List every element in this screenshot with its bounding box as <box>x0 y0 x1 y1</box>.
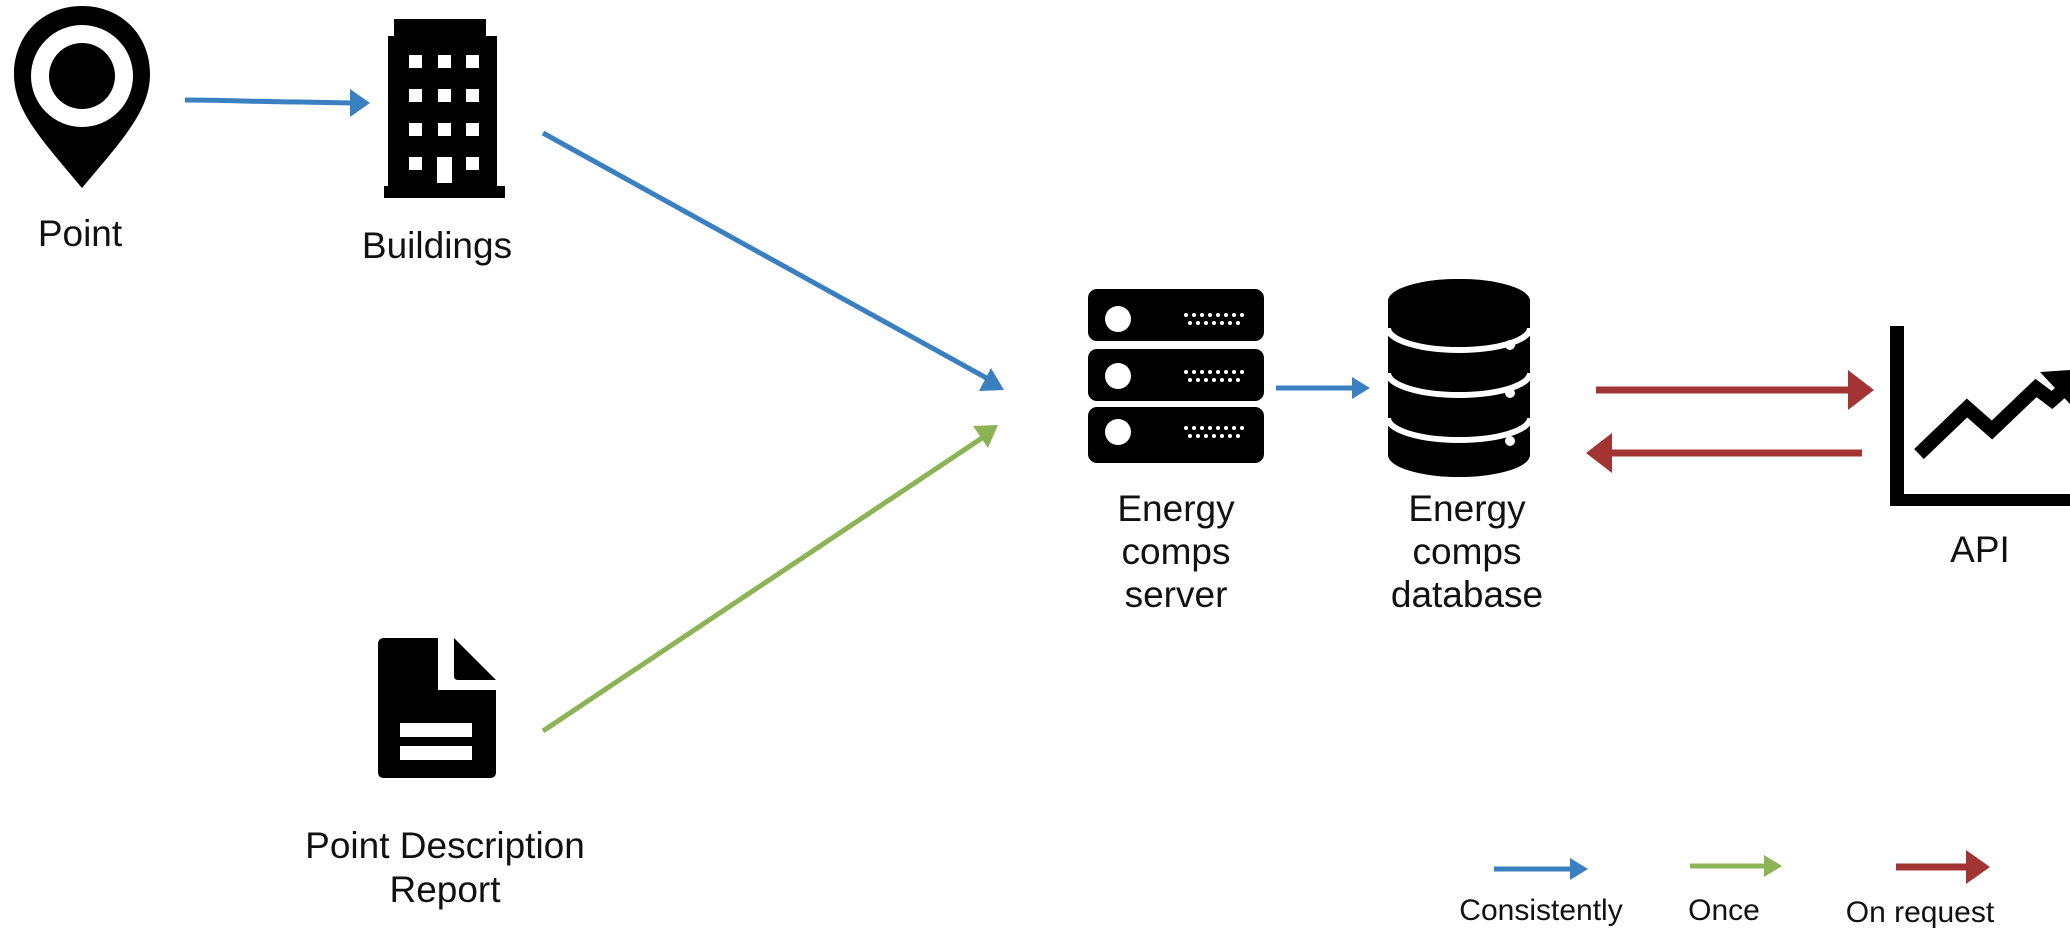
server-icon <box>1088 289 1264 463</box>
report-node: Point Description Report <box>305 638 585 910</box>
database-label-line1: Energy <box>1408 488 1526 529</box>
database-node: Energy comps database <box>1385 279 1543 615</box>
map-pin-icon <box>14 6 150 188</box>
server-label-line3: server <box>1125 574 1228 615</box>
report-label-line1: Point Description <box>305 825 585 866</box>
legend-label-on-request: On request <box>1846 896 1995 929</box>
report-label-line2: Report <box>389 869 501 910</box>
legend: Consistently Once On request <box>1459 850 1995 929</box>
point-label: Point <box>38 213 123 254</box>
api-node: API <box>1890 326 2070 570</box>
arrow-report-to-server <box>541 433 987 734</box>
legend-label-once: Once <box>1688 894 1760 927</box>
buildings-node: Buildings <box>362 19 512 266</box>
server-label-line2: comps <box>1122 531 1231 572</box>
building-icon <box>384 19 505 198</box>
arrow-database-to-api-head <box>1848 370 1874 410</box>
legend-label-consistently: Consistently <box>1459 894 1622 927</box>
document-icon <box>378 638 496 778</box>
arrow-point-to-buildings-head <box>350 89 370 117</box>
arrow-buildings-to-server-head <box>979 368 1004 391</box>
server-node: Energy comps server <box>1088 289 1264 615</box>
legend-swatch-consistently-head <box>1570 858 1588 880</box>
arrow-point-to-buildings <box>184 97 353 106</box>
point-node: Point <box>14 6 150 254</box>
server-label-line1: Energy <box>1117 488 1235 529</box>
arrow-report-to-server-head <box>973 425 998 448</box>
database-label-line3: database <box>1391 574 1543 615</box>
arrow-api-to-database-head <box>1586 433 1612 473</box>
legend-item-once: Once <box>1688 855 1782 927</box>
legend-item-consistently: Consistently <box>1459 858 1623 927</box>
arrow-buildings-to-server <box>541 130 992 383</box>
api-label: API <box>1950 529 2010 570</box>
chart-trend-icon <box>1890 326 2070 506</box>
legend-item-on-request: On request <box>1846 850 1995 929</box>
legend-swatch-once-head <box>1764 855 1782 877</box>
buildings-label: Buildings <box>362 225 512 266</box>
database-label-line2: comps <box>1413 531 1522 572</box>
database-icon <box>1385 279 1533 477</box>
arrow-server-to-database-head <box>1352 377 1370 399</box>
legend-swatch-on-request-head <box>1966 850 1990 884</box>
